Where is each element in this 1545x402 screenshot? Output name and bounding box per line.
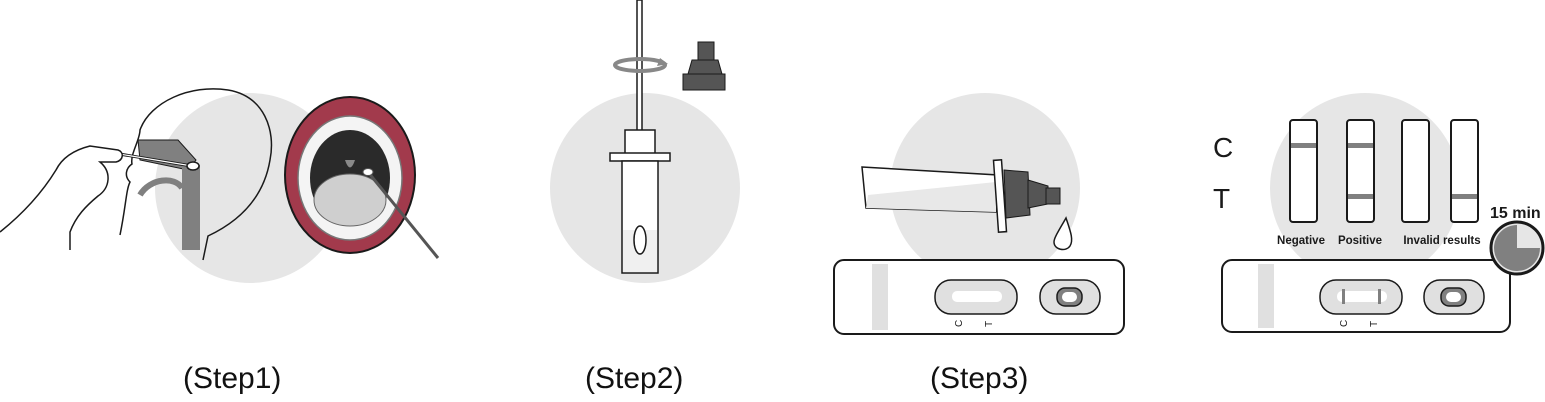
step2-caption: (Step2) [585, 362, 684, 395]
swab-head [633, 225, 647, 255]
timer-icon [1489, 220, 1545, 276]
rotate-arrow-icon [613, 57, 667, 73]
step3-caption: (Step3) [930, 362, 1029, 395]
timer-elapsed-wedge [1494, 225, 1540, 271]
strip-test-line [1452, 194, 1477, 199]
mouth-curve [137, 177, 185, 197]
test-cassette-results [1221, 259, 1511, 333]
step3-illustration: C T [833, 93, 1125, 335]
result-strips: Negative Positive Invalid results [1277, 119, 1481, 247]
result-label: Positive [1338, 235, 1382, 247]
result-strip [1289, 119, 1318, 223]
result-strip [1450, 119, 1479, 223]
dropper-collar [992, 159, 1008, 233]
throat-swab [366, 171, 440, 259]
strip-control-line [1348, 143, 1373, 148]
swab-tip [186, 161, 200, 171]
result-label: Negative [1277, 235, 1325, 247]
result-strip [1401, 119, 1430, 223]
uvula [345, 160, 355, 168]
result-strip [1346, 119, 1375, 223]
control-line-label: C [1213, 132, 1233, 163]
strip-control-line [1291, 143, 1316, 148]
tongue [313, 173, 387, 227]
hand [0, 145, 123, 250]
result-label: Invalid results [1403, 235, 1480, 247]
test-cassette-step3 [833, 259, 1125, 335]
dropper-nozzle [1003, 169, 1031, 219]
step1-caption: (Step1) [183, 362, 282, 395]
throat-swab-tip [362, 168, 374, 176]
step2-illustration [550, 0, 740, 283]
step1-illustration [0, 88, 440, 283]
test-line-label: T [1213, 183, 1230, 214]
cassette-t-mark: T [984, 321, 995, 327]
head-profile [119, 88, 273, 261]
results-cassette-t-mark: T [1369, 321, 1380, 327]
cassette-c-mark: C [954, 320, 965, 327]
timer-label: 15 min [1490, 205, 1541, 222]
results-cassette-c-mark: C [1339, 320, 1350, 327]
strip-test-line [1348, 194, 1373, 199]
liquid-drop [1053, 216, 1073, 251]
dropper-cap [682, 41, 726, 91]
throat [182, 165, 200, 250]
